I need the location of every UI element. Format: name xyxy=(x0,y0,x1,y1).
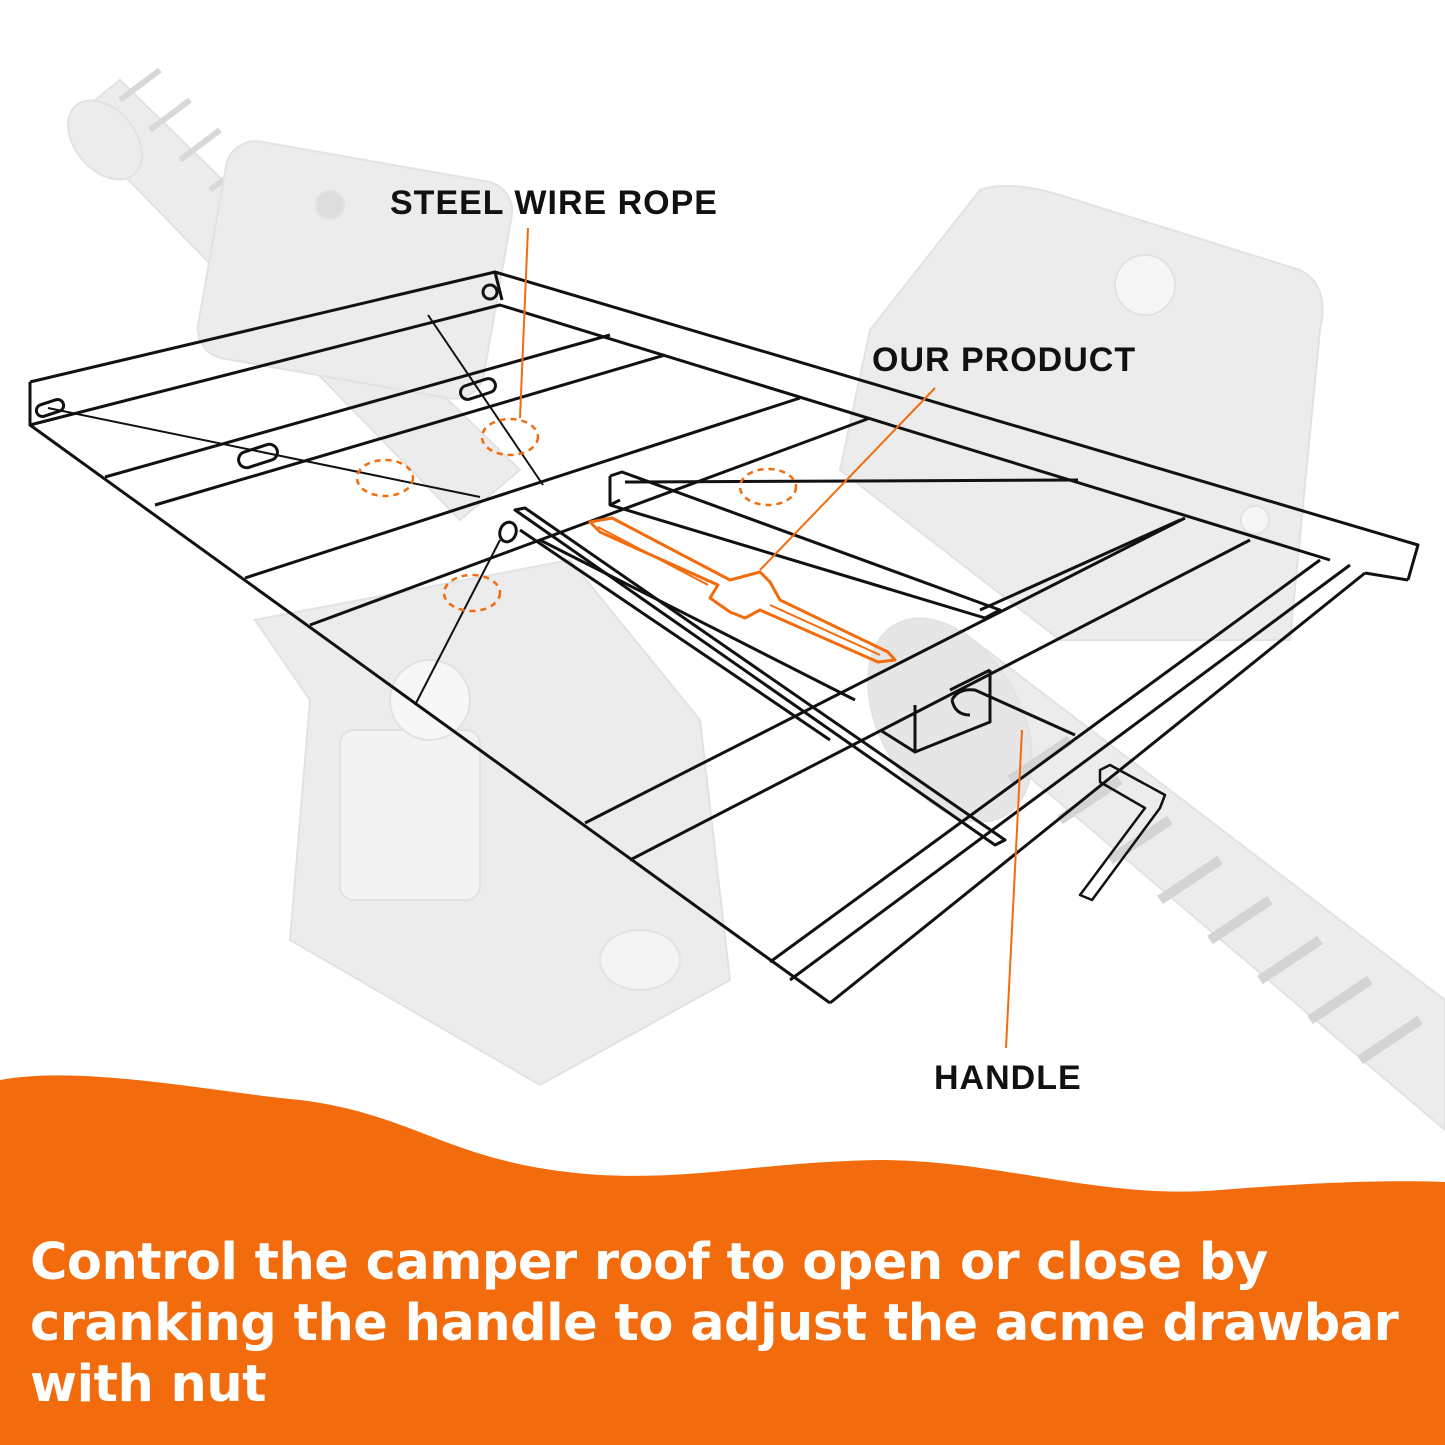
base-bracket-left xyxy=(253,558,732,1087)
our-product-highlight xyxy=(588,516,897,664)
center-channel xyxy=(513,506,1007,847)
marker-circle-1 xyxy=(480,417,540,457)
frame-top-edge xyxy=(29,270,1420,581)
frame-top-rail xyxy=(28,303,1331,562)
background-ghost-mechanism xyxy=(67,67,1445,1132)
cross-member-1 xyxy=(104,333,666,507)
mount-plate-right xyxy=(838,185,1324,641)
handle-label: HANDLE xyxy=(934,1059,1082,1097)
leader-steel-wire-rope xyxy=(519,227,529,419)
long-bar-lines xyxy=(539,478,1181,702)
our-product-label: OUR PRODUCT xyxy=(872,341,1137,379)
callout-leaders xyxy=(519,227,1023,1049)
wire-rope-lines xyxy=(47,314,544,706)
caption-band xyxy=(0,1075,1445,1445)
roof-frame-linework xyxy=(28,270,1420,1005)
caption-text: Control the camper roof to open or close… xyxy=(30,1233,1399,1414)
frame-right-edge xyxy=(1364,571,1409,582)
steel-wire-rope-label: STEEL WIRE ROPE xyxy=(390,184,718,222)
acme-drawbar-bottom xyxy=(867,617,1445,1132)
cross-member-3 xyxy=(584,516,1251,862)
handle-shaft xyxy=(950,688,1076,737)
marker-circle-4 xyxy=(442,573,502,613)
leader-handle xyxy=(1005,729,1023,1049)
leader-our-product xyxy=(759,387,936,571)
side-bar xyxy=(608,470,1002,620)
frame-left-slope xyxy=(29,423,831,1005)
mount-point-markers xyxy=(355,417,798,613)
frame-front-rail xyxy=(769,558,1366,1005)
handle-crank xyxy=(1078,763,1167,902)
block-body-top xyxy=(196,140,514,400)
marker-circle-3 xyxy=(738,467,798,507)
product-outline xyxy=(588,516,897,664)
marker-circle-2 xyxy=(355,458,415,498)
